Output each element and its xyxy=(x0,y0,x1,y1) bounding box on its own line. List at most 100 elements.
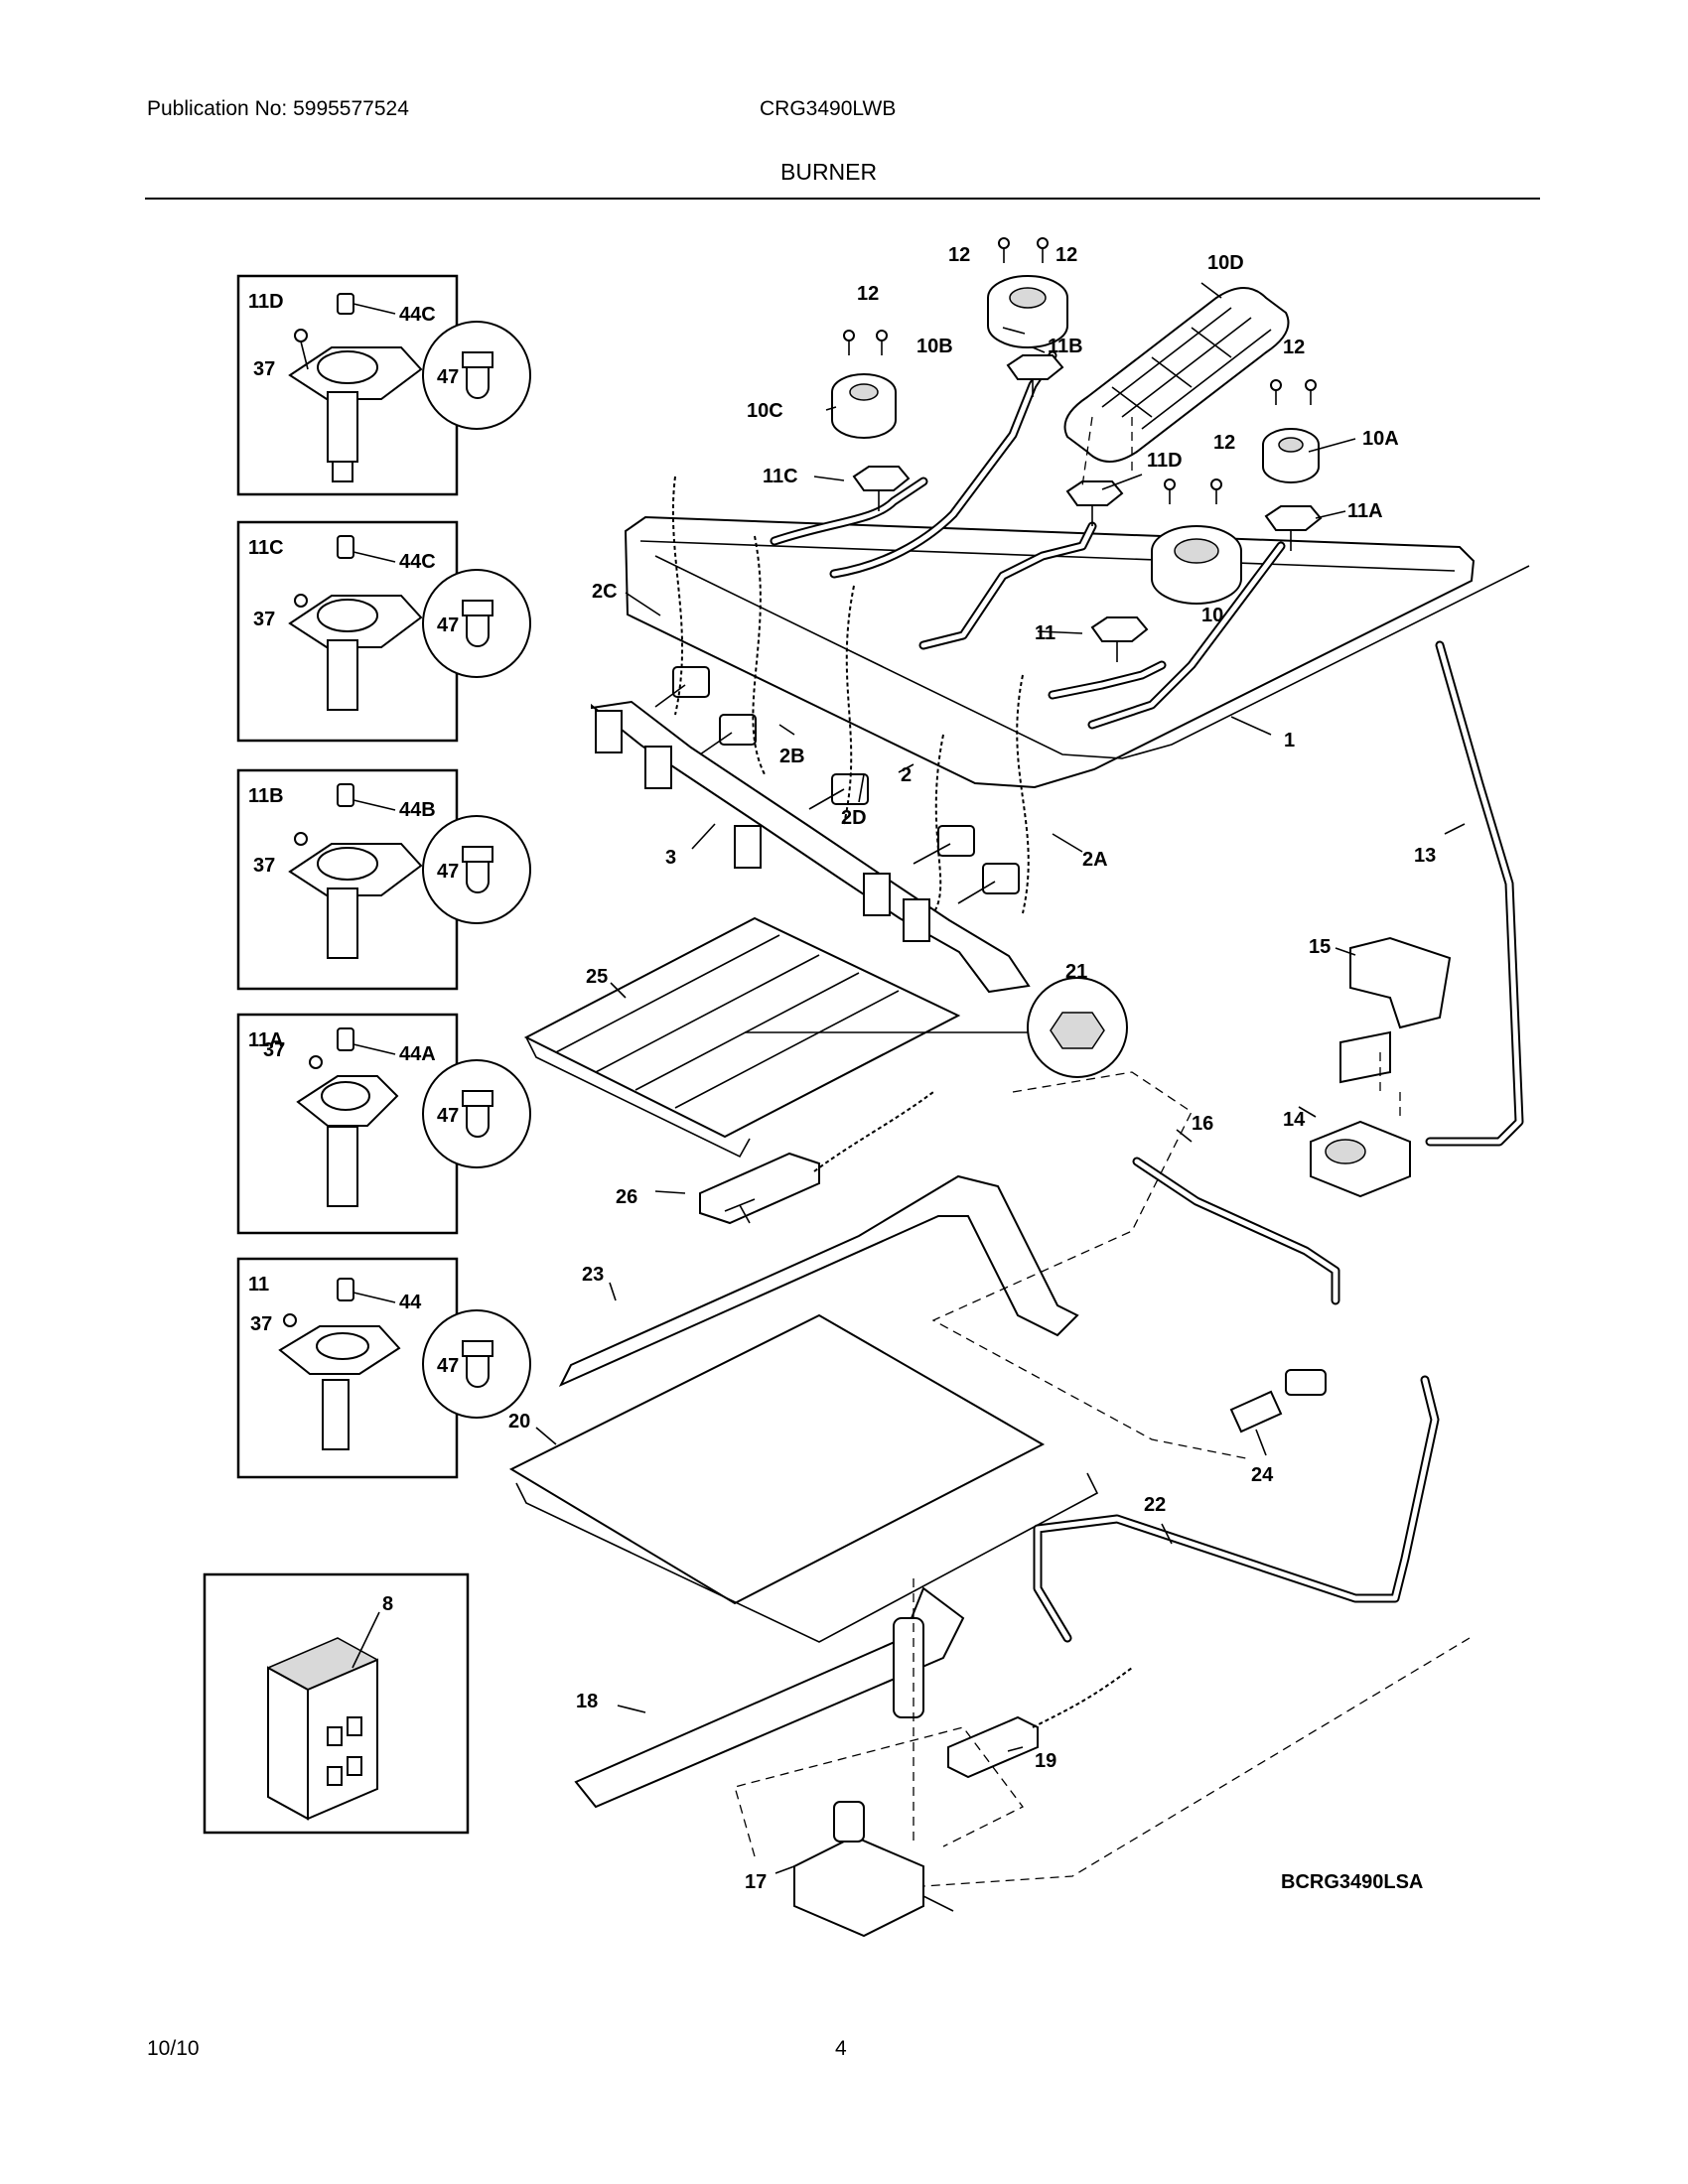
callout-2b: 2B xyxy=(779,746,805,767)
inset-11d: 11D 44C 37 47 xyxy=(236,274,531,496)
inset-label: 47 xyxy=(437,366,459,388)
inset-label: 37 xyxy=(250,1313,272,1335)
burner-base-11c xyxy=(852,466,911,511)
burner-head-icon xyxy=(288,535,423,711)
callout-12: 12 xyxy=(1283,337,1305,358)
ignition-wire xyxy=(843,585,855,825)
assembly-dashes xyxy=(1081,416,1133,487)
valve xyxy=(699,714,757,755)
inset-title: 11C xyxy=(248,537,284,559)
model-number: CRG3490LWB xyxy=(760,97,897,120)
callout-25: 25 xyxy=(586,966,608,988)
callout-11d: 11D xyxy=(1147,450,1183,472)
callout-14: 14 xyxy=(1283,1109,1306,1131)
callout-26: 26 xyxy=(616,1186,637,1208)
inset-label: 37 xyxy=(253,855,275,877)
callout-10a: 10A xyxy=(1362,428,1399,450)
inset-label: 37 xyxy=(263,1039,285,1061)
page-number: 4 xyxy=(835,2037,847,2060)
callout-16: 16 xyxy=(1192,1113,1213,1135)
inset-label: 44A xyxy=(399,1043,436,1065)
burner-head-icon xyxy=(278,1278,401,1450)
inset-label: 44 xyxy=(399,1292,422,1313)
inset-label: 44C xyxy=(399,304,436,326)
valve xyxy=(808,773,869,810)
inset-8: 8 xyxy=(203,1572,470,1835)
callout-19: 19 xyxy=(1035,1750,1056,1772)
manifold-pipe xyxy=(624,515,1530,789)
assembly-dashes xyxy=(931,1071,1252,1460)
callout-12: 12 xyxy=(857,283,879,305)
inset-title: 11A xyxy=(248,1029,284,1051)
ignition-wire xyxy=(671,476,684,716)
callout-12: 12 xyxy=(1055,244,1077,266)
bracket-15 xyxy=(1339,936,1452,1084)
burner-base-11b xyxy=(1006,354,1064,397)
callout-17: 17 xyxy=(745,1871,767,1893)
publication-number: Publication No: 5995577524 xyxy=(147,97,409,120)
ignition-wire xyxy=(752,535,766,775)
callout-2: 2 xyxy=(901,764,912,786)
inset-title: 11D xyxy=(248,291,284,313)
ignition-wire xyxy=(1016,674,1030,914)
callout-1: 1 xyxy=(1284,730,1295,751)
callout-13: 13 xyxy=(1414,845,1436,867)
callout-20: 20 xyxy=(508,1411,530,1433)
callout-labels: 1 2 2A 2B 2C 2D 3 10 10A 10B 10C 10D 11 … xyxy=(508,244,1436,1893)
inset-11a: 11A 44A 37 47 xyxy=(236,1013,531,1235)
callout-11: 11 xyxy=(1035,622,1055,644)
callout-23: 23 xyxy=(582,1264,604,1286)
burner-head-icon xyxy=(296,1027,399,1207)
inset-title: 11 xyxy=(248,1274,269,1296)
footer-date: 10/10 xyxy=(147,2037,200,2060)
inset-label: 37 xyxy=(253,609,275,630)
callout-10c: 10C xyxy=(747,400,783,422)
burner-base-11d xyxy=(1065,480,1124,526)
section-title: BURNER xyxy=(780,159,878,185)
callout-10: 10 xyxy=(1201,605,1223,626)
inset-11b: 11B 44B 37 47 xyxy=(236,768,531,991)
inset-label: 47 xyxy=(437,614,459,636)
header-rule xyxy=(145,198,1540,200)
assembly-dashes xyxy=(1379,1052,1401,1122)
callout-2c: 2C xyxy=(592,581,618,603)
callout-18: 18 xyxy=(576,1691,598,1712)
diagram-code: BCRG3490LSA xyxy=(1281,1871,1423,1893)
assembly-dashes xyxy=(922,1637,1471,1887)
nut-icon xyxy=(745,977,1128,1078)
ignition-wire xyxy=(932,734,944,914)
callout-2d: 2D xyxy=(841,807,867,829)
inset-label: 37 xyxy=(253,358,275,380)
burner-bracket xyxy=(591,700,1031,994)
burner-head-icon xyxy=(288,783,423,959)
inset-11: 11 44 37 47 xyxy=(236,1257,531,1479)
inset-11c: 11C 44C 37 47 xyxy=(236,520,531,743)
inset-label: 47 xyxy=(437,1355,459,1377)
callout-15: 15 xyxy=(1309,936,1331,958)
broil-burner-18 xyxy=(574,1586,965,1809)
burner-cap-10c xyxy=(831,373,897,439)
screw-icon xyxy=(843,237,1317,504)
callout-24: 24 xyxy=(1251,1464,1274,1486)
igniter-19 xyxy=(947,1667,1133,1779)
supply-tube xyxy=(1425,640,1524,1147)
igniter-26 xyxy=(699,1091,934,1225)
burner-base-11 xyxy=(1090,616,1149,662)
assembly-dashes xyxy=(734,1726,1024,1857)
callout-3: 3 xyxy=(665,847,676,869)
pressure-regulator-14 xyxy=(1310,1120,1411,1198)
callout-11a: 11A xyxy=(1347,500,1383,522)
tube-16 xyxy=(1132,1157,1340,1305)
inset-label: 8 xyxy=(382,1593,393,1615)
inset-label: 44B xyxy=(399,799,436,821)
inset-title: 11B xyxy=(248,785,284,807)
callout-10b: 10B xyxy=(916,336,953,357)
inset-label: 47 xyxy=(437,1105,459,1127)
heat-shield-25 xyxy=(523,916,961,1159)
bake-burner-23 xyxy=(558,1174,1079,1388)
inset-label: 44C xyxy=(399,551,436,573)
callout-12: 12 xyxy=(1213,432,1235,454)
callout-12: 12 xyxy=(948,244,970,266)
burner-cap-10 xyxy=(1151,525,1242,605)
